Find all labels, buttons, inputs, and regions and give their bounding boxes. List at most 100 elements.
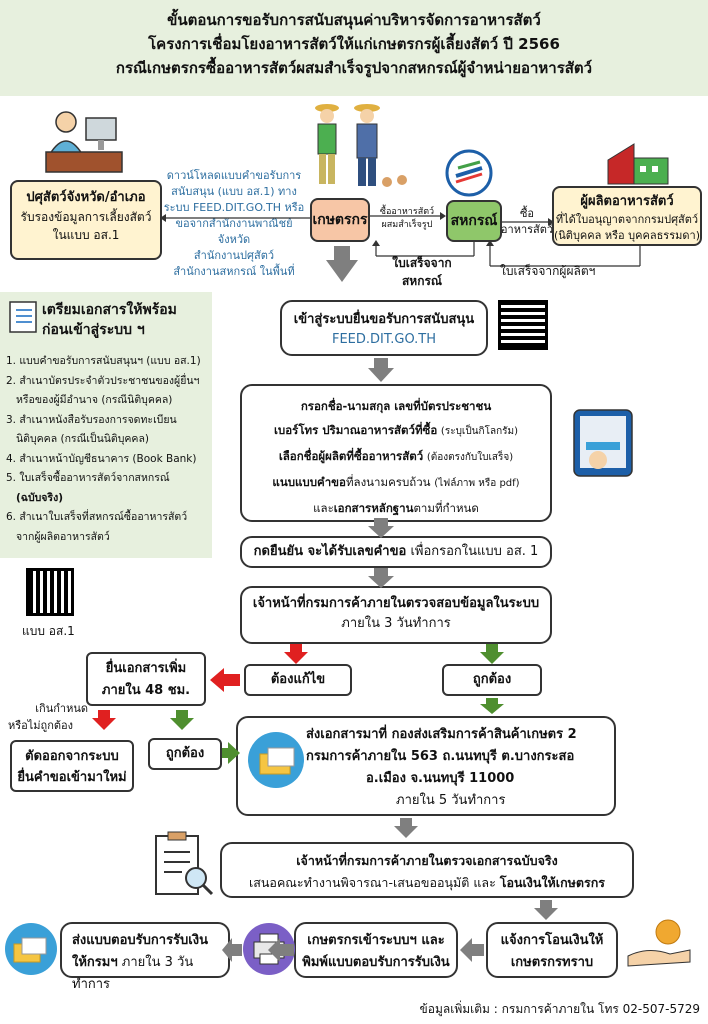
prep-panel: เตรียมเอกสารให้พร้อม ก่อนเข้าสู่ระบบ ฯ 1… bbox=[0, 292, 212, 558]
header-line-2: โครงการเชื่อมโยงอาหารสัตว์ให้แก่เกษตรกรผ… bbox=[148, 35, 560, 53]
tablet-icon bbox=[573, 409, 633, 477]
fill-line-3b: (ต้องตรงกับใบเสร็จ) bbox=[426, 452, 514, 463]
download-line: สนับสนุน (แบบ อส.1) ทาง bbox=[171, 185, 297, 198]
notify-line-2: เกษตรกรทราบ bbox=[510, 955, 594, 970]
reply-line-2a: ให้กรมฯ bbox=[72, 955, 118, 970]
buy-line-2: อาหารสัตว์ bbox=[500, 223, 554, 236]
farmers-illustration bbox=[315, 104, 407, 187]
coop-logo-icon bbox=[445, 149, 493, 197]
enter-system-title: เข้าสู่ระบบยื่นขอรับการสนับสนุน bbox=[293, 312, 475, 327]
receipt-coop-line-2: สหกรณ์ bbox=[401, 274, 443, 288]
farmer-label: เกษตรกร bbox=[312, 212, 368, 228]
original-line-1: เจ้าหน้าที่กรมการค้าภายในตรวจเอกสารฉบับจ… bbox=[296, 853, 558, 868]
reply-line-1: ส่งแบบตอบรับการรับเงิน bbox=[72, 933, 208, 948]
cutoff-line-1: ตัดออกจากระบบ bbox=[25, 749, 119, 764]
list-item: 1. แบบคำขอรับการสนับสนุนฯ (แบบ อส.1) bbox=[6, 355, 201, 367]
list-item: 2. สำเนาบัตรประจำตัวประชาชนของผู้ยื่นฯ bbox=[6, 374, 200, 387]
livestock-office-text-2: ในแบบ อส.1 bbox=[52, 228, 120, 242]
original-docs-box: เจ้าหน้าที่กรมการค้าภายในตรวจเอกสารฉบับจ… bbox=[220, 842, 634, 898]
fill-line-1: กรอกชื่อ-นามสกุล เลขที่บัตรประชาชน bbox=[300, 399, 492, 413]
prep-list: 1. แบบคำขอรับการสนับสนุนฯ (แบบ อส.1) 2. … bbox=[6, 352, 210, 547]
list-item: 3. สำเนาหนังสือรับรองการจดทะเบียน bbox=[6, 413, 177, 426]
fill-line-4c: (ไฟล์ภาพ หรือ pdf) bbox=[434, 478, 520, 489]
overdue-note: เกินกำหนด bbox=[28, 700, 88, 718]
fix-box: ต้องแก้ไข bbox=[244, 664, 352, 696]
download-line: ขอจากสำนักงานพาณิชย์จังหวัด bbox=[175, 217, 293, 246]
buy-feed-line-2: ผสมสำเร็จรูป bbox=[381, 220, 433, 230]
list-item: 5. ใบเสร็จซื้ออาหารสัตว์จากสหกรณ์ bbox=[6, 472, 170, 484]
fill-line-5c: ตามที่กำหนด bbox=[413, 501, 479, 515]
fill-line-5a: และ bbox=[313, 501, 334, 515]
system-url-link[interactable]: FEED.DIT.GO.TH bbox=[331, 332, 437, 347]
correct-box: ถูกต้อง bbox=[442, 664, 542, 696]
coop-box: สหกรณ์ bbox=[446, 200, 502, 242]
send-line-1: ส่งเอกสารมาที่ กองส่งเสริมการค้าสินค้าเก… bbox=[306, 727, 577, 742]
prep-title-line-2: ก่อนเข้าสู่ระบบ ฯ bbox=[42, 322, 145, 338]
confirm-box: กดยืนยัน จะได้รับเลขคำขอ เพื่อกรอกในแบบ … bbox=[240, 536, 552, 568]
download-line: สำนักงานสหกรณ์ ในพื้นที่ bbox=[173, 265, 295, 278]
list-item: (ฉบับจริง) bbox=[16, 491, 63, 504]
download-line: สำนักงานปศุสัตว์ bbox=[193, 249, 275, 262]
fill-line-4b: ที่ลงนามครบถ้วน bbox=[345, 475, 431, 489]
document-icon bbox=[248, 732, 304, 788]
prep-title: เตรียมเอกสารให้พร้อม ก่อนเข้าสู่ระบบ ฯ bbox=[42, 300, 177, 340]
clipboard-search-icon bbox=[155, 831, 214, 896]
receipt-producer-label: ใบเสร็จจากผู้ผลิตฯ bbox=[500, 264, 596, 278]
checklist-icon bbox=[9, 301, 37, 333]
producer-text-2: (นิติบุคคล หรือ บุคคลธรรมดา) bbox=[554, 229, 700, 242]
receipt-coop-line-1: ใบเสร็จจาก bbox=[392, 256, 452, 270]
cutoff-line-2: ยื่นคำขอเข้ามาใหม่ bbox=[17, 770, 127, 785]
coin-hand-icon bbox=[627, 919, 691, 967]
producer-text-1: ที่ได้ใบอนุญาตจากกรมปศุสัตว์ bbox=[555, 213, 699, 226]
top-flow-arrows bbox=[160, 212, 641, 282]
reply-line-2b: ภายใน 3 วันทำการ bbox=[72, 955, 194, 992]
list-item: นิติบุคคล (กรณีเป็นนิติบุคคล) bbox=[16, 433, 149, 445]
enter-system-box: เข้าสู่ระบบยื่นขอรับการสนับสนุน FEED.DIT… bbox=[280, 300, 488, 356]
notify-box: แจ้งการโอนเงินให้ เกษตรกรทราบ bbox=[486, 922, 618, 978]
verify-box: เจ้าหน้าที่กรมการค้าภายในตรวจสอบข้อมูลใน… bbox=[240, 586, 552, 644]
notify-line-1: แจ้งการโอนเงินให้ bbox=[500, 933, 604, 948]
buy-feed-label: ซื้ออาหารสัตว์ ผสมสำเร็จรูป bbox=[372, 206, 442, 232]
overdue-line-1: เกินกำหนด bbox=[35, 702, 88, 715]
list-item: หรือของผู้มีอำนาจ (กรณีนิติบุคคล) bbox=[16, 394, 173, 406]
overdue-note-2: หรือไม่ถูกต้อง bbox=[8, 719, 73, 732]
reply-form-icon bbox=[5, 923, 57, 975]
header-line-1: ขั้นตอนการขอรับการสนับสนุนค่าบริหารจัดกา… bbox=[167, 11, 541, 29]
more-docs-line-1: ยื่นเอกสารเพิ่ม bbox=[105, 661, 187, 676]
farmer-login-box: เกษตรกรเข้าระบบฯ และ พิมพ์แบบตอบรับการรั… bbox=[294, 922, 458, 978]
factory-illustration bbox=[607, 143, 669, 185]
buy-feed-line-1: ซื้ออาหารสัตว์ bbox=[379, 207, 435, 217]
qr-code-system[interactable] bbox=[498, 300, 548, 350]
verify-line-1: เจ้าหน้าที่กรมการค้าภายในตรวจสอบข้อมูลใน… bbox=[252, 596, 540, 611]
download-line: ระบบ FEED.DIT.GO.TH หรือ bbox=[163, 201, 305, 214]
receipt-coop-label: ใบเสร็จจาก สหกรณ์ bbox=[382, 254, 462, 290]
fill-form-box: กรอกชื่อ-นามสกุล เลขที่บัตรประชาชน เบอร์… bbox=[240, 384, 552, 522]
cutoff-box: ตัดออกจากระบบ ยื่นคำขอเข้ามาใหม่ bbox=[10, 740, 134, 792]
fill-line-5b: เอกสารหลักฐาน bbox=[333, 501, 414, 515]
download-info: ดาวน์โหลดแบบคำขอรับการ สนับสนุน (แบบ อส.… bbox=[160, 168, 308, 280]
more-docs-box: ยื่นเอกสารเพิ่ม ภายใน 48 ชม. bbox=[86, 652, 206, 706]
fill-line-2b: (ระบุเป็นกิโลกรัม) bbox=[440, 426, 518, 437]
fill-line-2a: เบอร์โทร ปริมาณอาหารสัตว์ที่ซื้อ bbox=[274, 423, 438, 437]
send-reply-box: ส่งแบบตอบรับการรับเงิน ให้กรมฯ ภายใน 3 ว… bbox=[60, 922, 230, 992]
confirm-text-a: กดยืนยัน จะได้รับเลขคำขอ bbox=[253, 544, 407, 559]
correct2-box: ถูกต้อง bbox=[148, 738, 222, 770]
buy-line-1: ซื้อ bbox=[519, 207, 535, 220]
original-line-2a: เสนอคณะทำงานพิจารณา-เสนอขออนุมัติ และ bbox=[248, 875, 496, 890]
login-line-2: พิมพ์แบบตอบรับการรับเงิน bbox=[302, 955, 450, 970]
send-line-2: กรมการค้าภายใน 563 ถ.นนทบุรี ต.บางกระสอ bbox=[306, 749, 575, 764]
footer-contact: ข้อมูลเพิ่มเติม : กรมการค้าภายใน โทร 02-… bbox=[419, 1002, 700, 1016]
confirm-text-b: เพื่อกรอกในแบบ อส. 1 bbox=[410, 544, 539, 559]
officer-desk-illustration bbox=[45, 111, 123, 173]
original-line-2b: โอนเงินให้เกษตรกร bbox=[499, 875, 605, 890]
livestock-office-title: ปศุสัตว์จังหวัด/อำเภอ bbox=[26, 190, 146, 205]
send-line-3: อ.เมือง จ.นนทบุรี 11000 bbox=[366, 771, 515, 786]
more-docs-line-2: ภายใน 48 ชม. bbox=[101, 683, 191, 698]
login-line-1: เกษตรกรเข้าระบบฯ และ bbox=[307, 933, 445, 948]
livestock-office-box: ปศุสัตว์จังหวัด/อำเภอ รับรองข้อมูลการเลี… bbox=[10, 180, 162, 260]
page-header: ขั้นตอนการขอรับการสนับสนุนค่าบริหารจัดกา… bbox=[0, 0, 708, 96]
qr-code-form[interactable] bbox=[26, 568, 74, 616]
buy-label: ซื้อ อาหารสัตว์ bbox=[500, 206, 554, 238]
list-item: จากผู้ผลิตอาหารสัตว์ bbox=[16, 530, 110, 543]
list-item: 6. สำเนาใบเสร็จที่สหกรณ์ซื้ออาหารสัตว์ bbox=[6, 511, 188, 523]
